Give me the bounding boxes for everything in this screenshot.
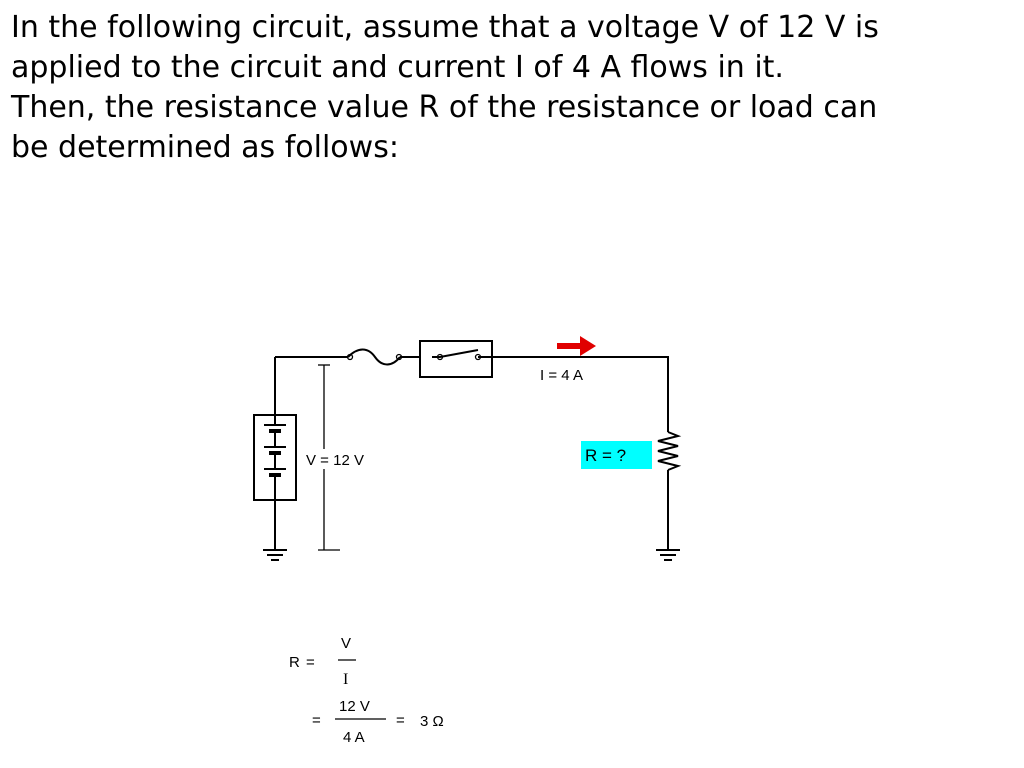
formula-eq-3: = bbox=[396, 712, 405, 729]
intro-paragraph: In the following circuit, assume that a … bbox=[11, 8, 1021, 168]
switch-box bbox=[419, 340, 493, 378]
voltage-label-bg bbox=[304, 449, 396, 469]
formula-eq-2: = bbox=[312, 712, 321, 729]
intro-line-1: In the following circuit, assume that a … bbox=[11, 10, 879, 45]
current-label: I = 4 A bbox=[540, 367, 583, 384]
battery-icon bbox=[264, 415, 286, 500]
resistance-label: R = ? bbox=[585, 446, 626, 465]
formula-eq-1: = bbox=[306, 654, 315, 671]
switch-icon bbox=[432, 349, 492, 358]
formula-denominator-i: I bbox=[343, 671, 348, 688]
formula-r: R bbox=[289, 654, 300, 671]
switch-terminal-left bbox=[436, 353, 444, 361]
resistor-icon bbox=[657, 431, 682, 471]
wire-top-right bbox=[492, 356, 669, 432]
formula-numerator-v: V bbox=[341, 635, 351, 652]
intro-line-3: Then, the resistance value R of the resi… bbox=[11, 90, 878, 125]
intro-line-2: applied to the circuit and current I of … bbox=[11, 50, 784, 85]
ground-left-icon bbox=[263, 549, 287, 561]
ground-right-icon bbox=[656, 549, 680, 561]
intro-line-4: be determined as follows: bbox=[11, 130, 399, 165]
formula-numerator-12v: 12 V bbox=[339, 698, 370, 715]
fuse-terminal-left bbox=[346, 353, 354, 361]
current-arrow-icon bbox=[557, 336, 596, 356]
switch-terminal-right bbox=[474, 353, 482, 361]
voltage-label: V = 12 V bbox=[306, 452, 364, 469]
fuse-icon bbox=[347, 348, 401, 366]
resistance-highlight bbox=[581, 441, 652, 469]
formula-result: 3 Ω bbox=[420, 713, 444, 730]
formula-denominator-4a: 4 A bbox=[343, 729, 365, 746]
formula: R = V I = 12 V 4 A = 3 Ω bbox=[289, 635, 444, 746]
